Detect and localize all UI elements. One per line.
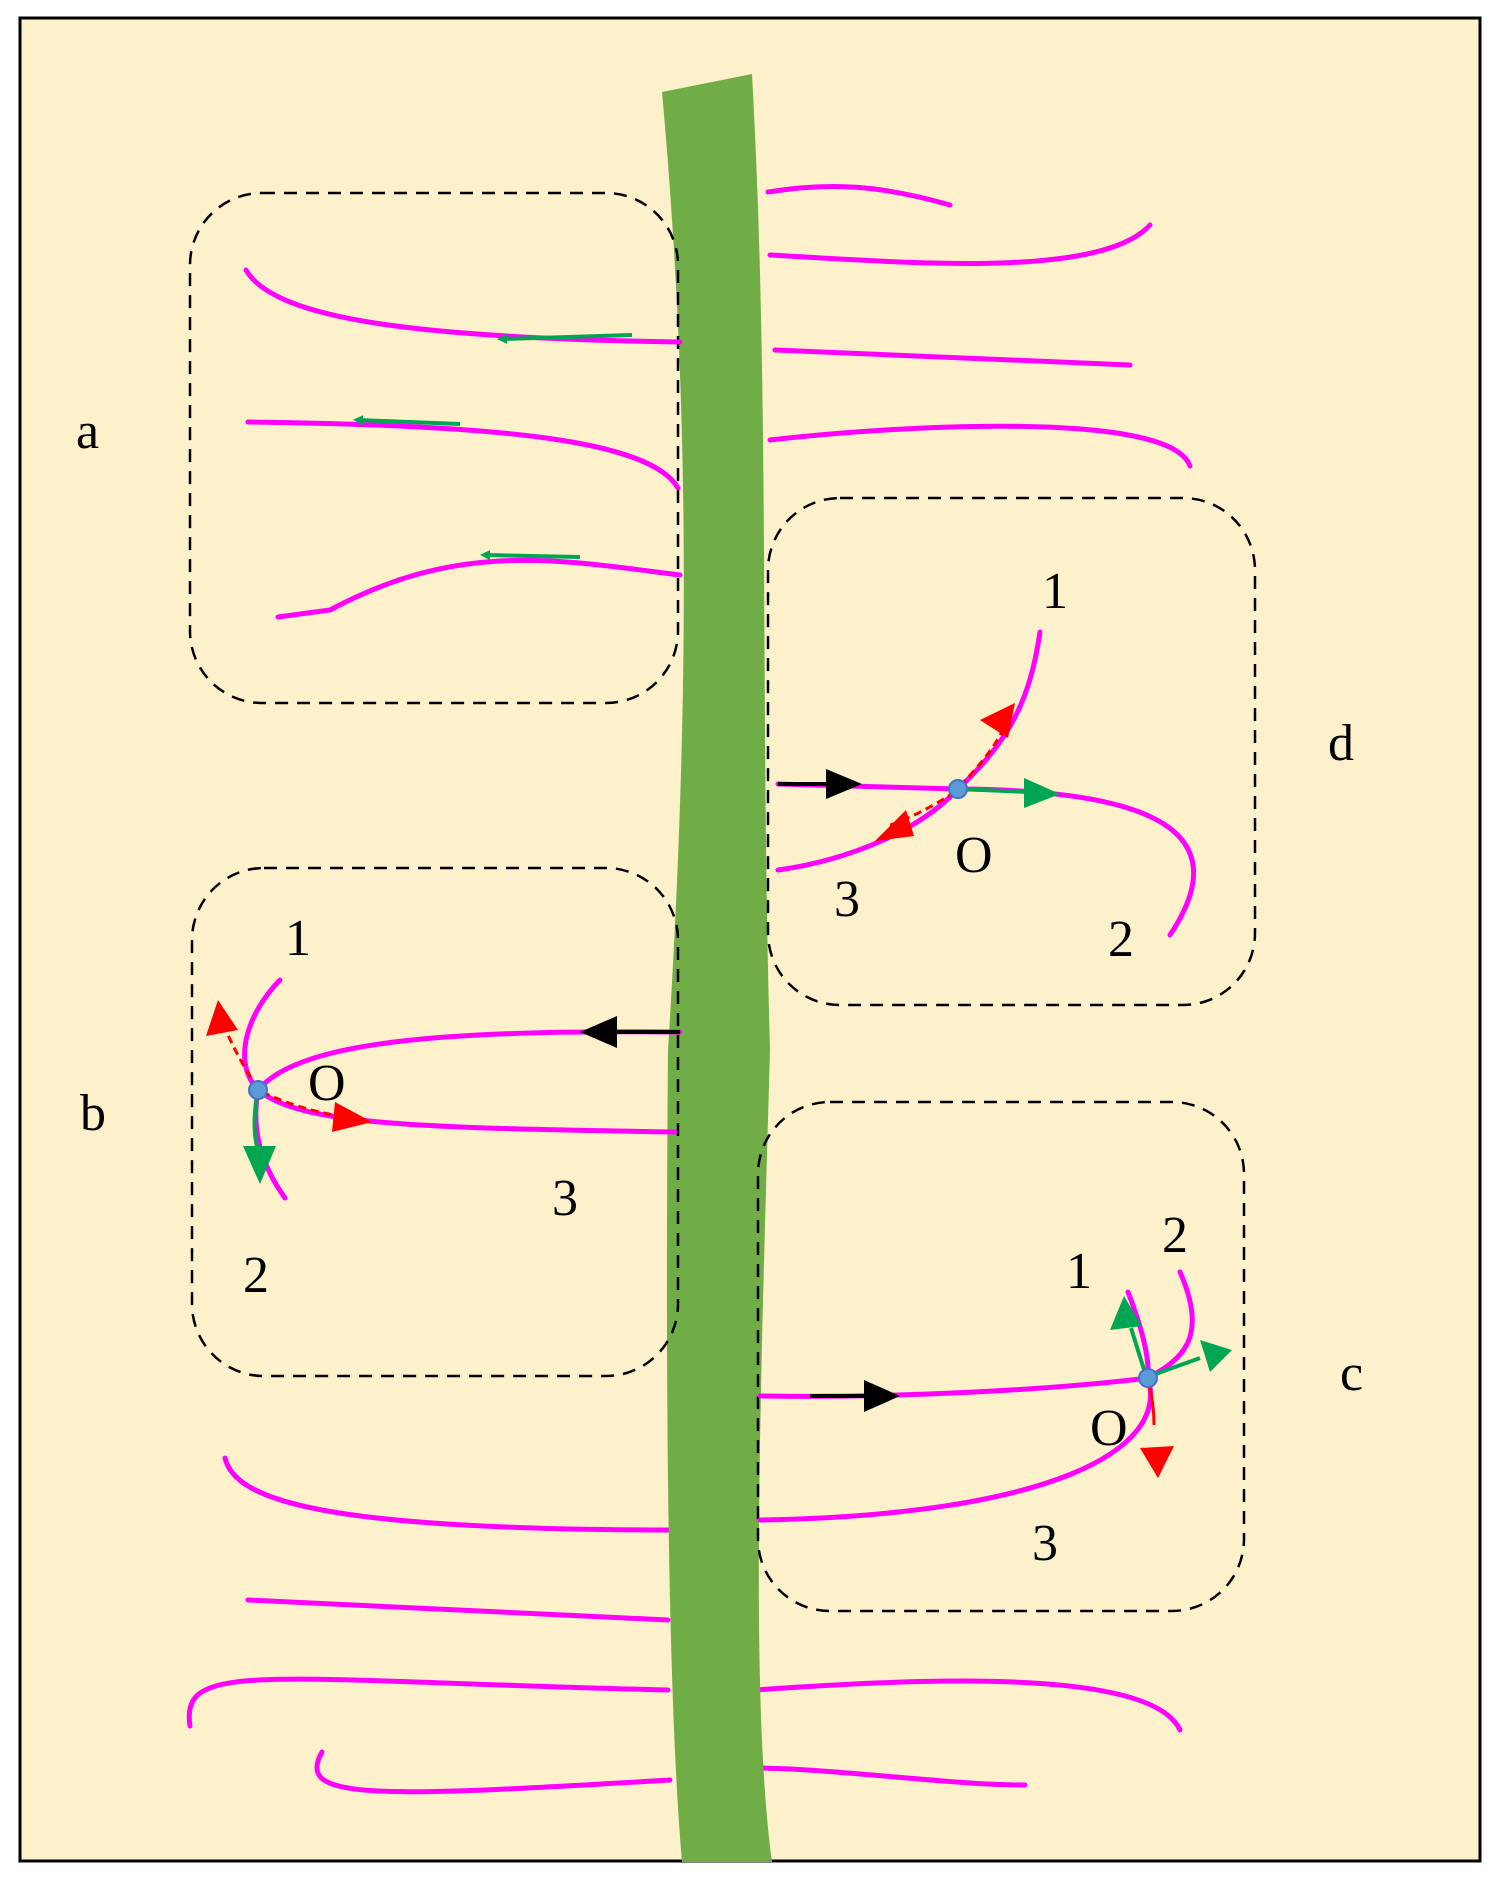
fiber (757, 1765, 1028, 1788)
region-d: O 1 2 3 d (766, 496, 1354, 1007)
green-arrow (497, 333, 633, 344)
green-arrowhead (243, 1146, 276, 1184)
red-arrowhead (206, 1000, 238, 1036)
fibers-left (186, 1455, 678, 1795)
black-arrowhead (580, 1016, 617, 1048)
origin-node (1138, 1368, 1158, 1388)
fiber (767, 423, 1193, 469)
green-arrowhead (1200, 1340, 1232, 1372)
black-arrowhead (864, 1380, 900, 1412)
region-label-c: c (1340, 1345, 1363, 1402)
branch-label-3: 3 (834, 871, 860, 928)
green-arrow (959, 787, 1031, 794)
red-arrowhead (1140, 1446, 1174, 1478)
branch-label-1: 1 (1042, 563, 1068, 620)
branch-label-2: 2 (1108, 911, 1134, 968)
region-box (756, 1100, 1246, 1613)
region-box (190, 866, 680, 1378)
stem (662, 74, 772, 1862)
origin-label: O (955, 827, 993, 884)
region-box (188, 191, 680, 705)
origin-node (948, 779, 968, 799)
region-b: O 1 2 3 b (80, 866, 683, 1378)
origin-label: O (1090, 1400, 1128, 1457)
green-arrow (353, 415, 461, 426)
fiber (222, 1455, 678, 1533)
green-arrowhead (1110, 1296, 1142, 1330)
black-arrowhead (826, 769, 862, 799)
green-arrow (1129, 1327, 1148, 1377)
fiber (243, 267, 683, 345)
fiber (772, 347, 1133, 368)
red-arrowhead (875, 810, 914, 841)
red-dashed-arrow (261, 1090, 341, 1118)
branch-label-1: 1 (285, 910, 311, 967)
red-arrowhead (980, 703, 1015, 738)
region-label-d: d (1328, 715, 1354, 772)
branch-label-3: 3 (552, 1170, 578, 1227)
branch-label-2: 2 (1162, 1207, 1188, 1264)
fiber (186, 1676, 671, 1729)
origin-node (248, 1080, 268, 1100)
fiber (245, 1597, 671, 1623)
branch-label-2: 2 (243, 1247, 269, 1304)
fiber-branch (757, 1375, 1153, 1523)
green-arrow (1149, 1356, 1201, 1378)
red-arrowhead (332, 1102, 372, 1132)
fiber (314, 1749, 673, 1795)
fiber-branch (242, 977, 283, 1093)
origin-label: O (308, 1055, 346, 1112)
region-c: O 1 2 3 c (756, 1100, 1363, 1613)
fiber (767, 222, 1153, 266)
fiber-branch (255, 1087, 678, 1135)
green-arrowhead (1024, 778, 1060, 808)
green-arrow (480, 550, 581, 561)
region-label-b: b (80, 1085, 106, 1142)
fiber (275, 557, 683, 620)
region-box (766, 496, 1257, 1007)
fiber-branch (955, 629, 1043, 792)
red-dashed-arrow (958, 717, 1010, 788)
branch-label-3: 3 (1032, 1515, 1058, 1572)
fiber (752, 1678, 1183, 1733)
region-a: a (76, 191, 683, 705)
fiber (765, 183, 953, 208)
fiber-branch (775, 786, 961, 873)
fibers-right (752, 183, 1193, 1788)
branch-label-1: 1 (1066, 1243, 1092, 1300)
fiber (245, 419, 681, 491)
region-label-a: a (76, 403, 99, 460)
